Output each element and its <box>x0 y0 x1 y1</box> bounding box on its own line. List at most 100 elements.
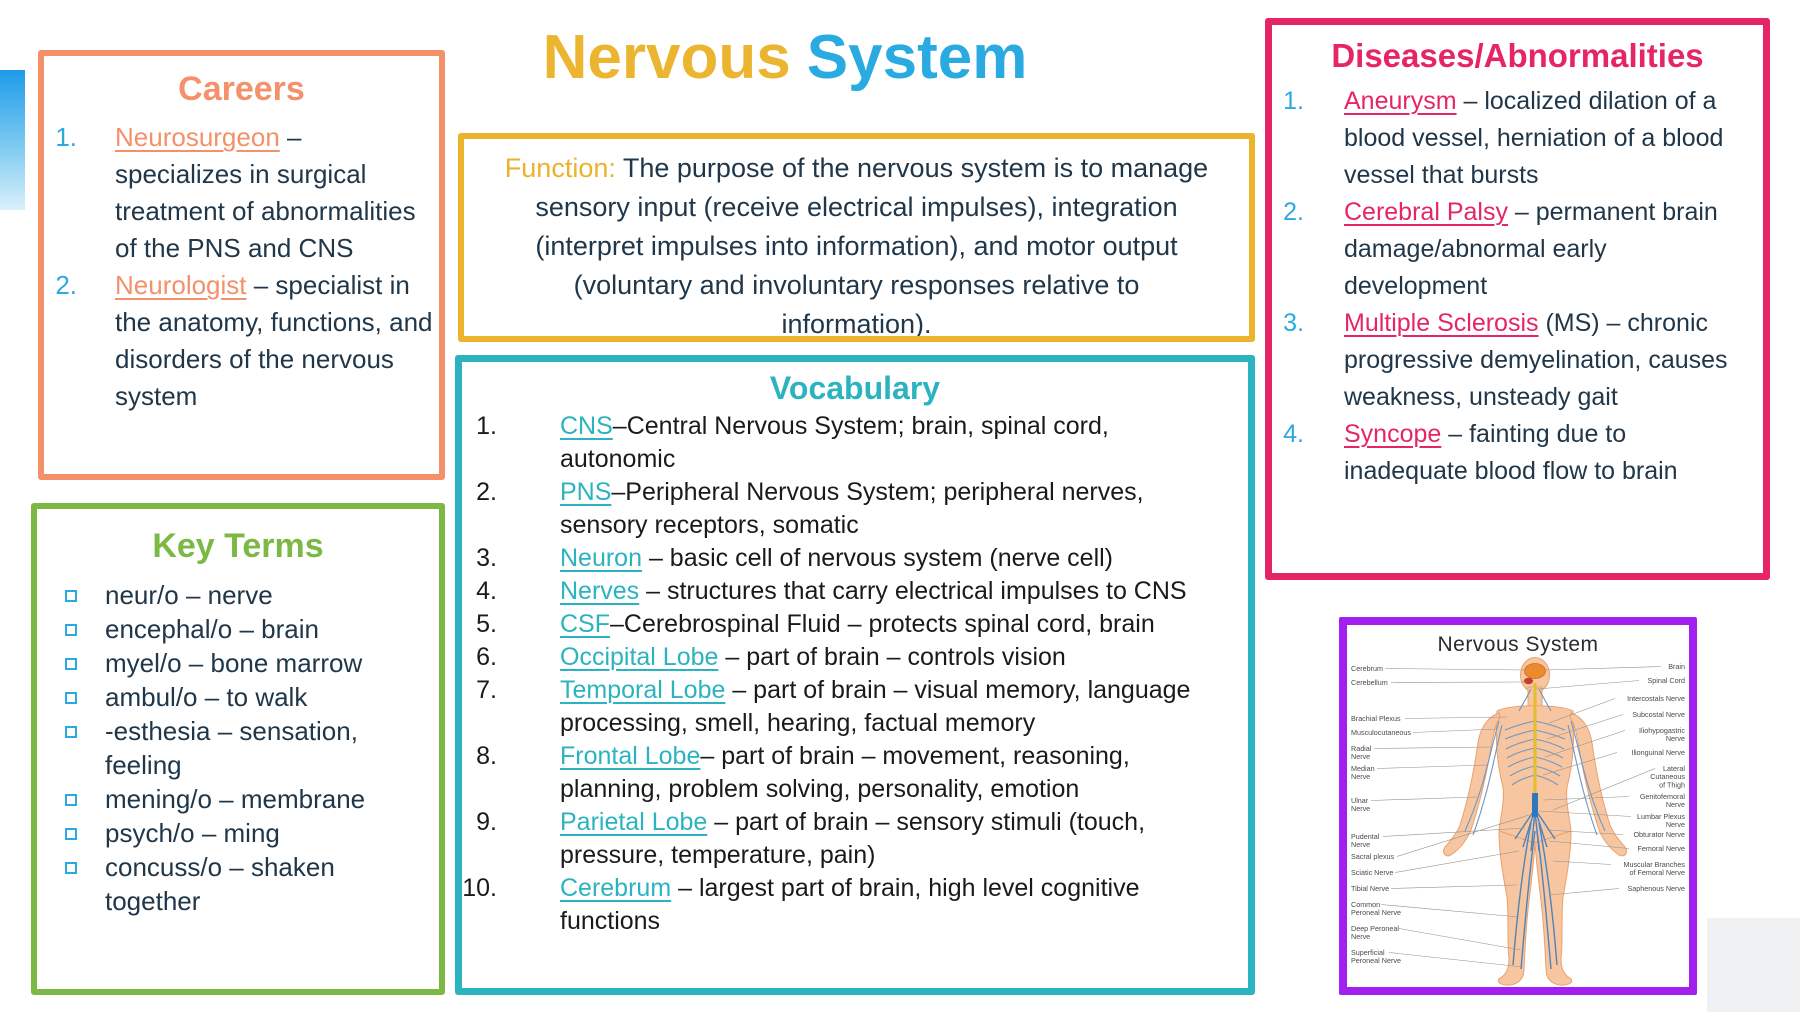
list-item: mening/o – membrane <box>37 782 439 816</box>
item-number: 10. <box>462 874 497 902</box>
term-link[interactable]: Cerebral Palsy <box>1344 198 1508 226</box>
item-description: (MS) – chronic progressive demyelination… <box>1344 309 1728 411</box>
vocabulary-list: 1.CNS–Central Nervous System; brain, spi… <box>462 410 1248 938</box>
diagram-label: Ilionguinal Nerve <box>1631 748 1685 757</box>
square-bullet-icon <box>37 782 105 816</box>
nerve-lines <box>1464 688 1606 970</box>
term-link[interactable]: Neuron <box>560 544 642 572</box>
term-link[interactable]: Neurosurgeon <box>115 122 280 152</box>
diagram-pointer-line <box>1373 746 1492 749</box>
list-item: neur/o – nerve <box>37 578 439 612</box>
item-description: –Cerebrospinal Fluid – protects spinal c… <box>610 610 1155 638</box>
list-item: -esthesia – sensation, feeling <box>37 714 439 782</box>
term-link[interactable]: PNS <box>560 478 612 506</box>
vocabulary-box: Vocabulary 1.CNS–Central Nervous System;… <box>455 355 1255 995</box>
corner-placeholder <box>1707 918 1800 1012</box>
item-description: – part of brain – movement, reasoning, p… <box>560 742 1130 803</box>
term-link[interactable]: CSF <box>560 610 610 638</box>
list-item: 2.PNS–Peripheral Nervous System; periphe… <box>462 476 1248 542</box>
item-text: Neuron – basic cell of nervous system (n… <box>560 542 1113 575</box>
diagram-pointer-line <box>1542 796 1630 801</box>
list-item: 7.Temporal Lobe – part of brain – visual… <box>462 674 1248 740</box>
item-text: CSF–Cerebrospinal Fluid – protects spina… <box>560 608 1155 641</box>
diagram-pointer-line <box>1412 728 1498 733</box>
item-number: 2. <box>55 270 77 300</box>
list-item: 5. CSF–Cerebrospinal Fluid – protects spi… <box>462 608 1248 641</box>
diagram-label: Spinal Cord <box>1647 676 1685 685</box>
key-term-text: encephal/o – brain <box>105 614 319 644</box>
term-link[interactable]: Occipital Lobe <box>560 643 719 671</box>
diagram-label: Obturator Nerve <box>1633 830 1685 839</box>
diagram-pointer-line <box>1548 888 1620 896</box>
term-link[interactable]: Multiple Sclerosis <box>1344 309 1539 337</box>
list-item: 4.Nerves – structures that carry electri… <box>462 575 1248 608</box>
careers-box: Careers 1.Neurosurgeon – specializes in … <box>38 50 445 480</box>
diagram-label: Tibial Nerve <box>1351 884 1389 893</box>
careers-title: Careers <box>178 70 305 108</box>
item-number: 3. <box>1283 309 1304 337</box>
term-link[interactable]: CNS <box>560 412 613 440</box>
diagram-pointer-line <box>1548 698 1616 724</box>
list-item: 2.Cerebral Palsy – permanent brain damag… <box>1272 194 1763 305</box>
function-description: The purpose of the nervous system is to … <box>535 153 1209 339</box>
diagram-pointer-line <box>1390 884 1518 889</box>
item-description: – basic cell of nervous system (nerve ce… <box>642 544 1114 572</box>
item-text: Syncope – fainting due to inadequate blo… <box>1344 416 1763 490</box>
term-link[interactable]: Frontal Lobe <box>560 742 701 770</box>
item-number: 2. <box>476 478 497 506</box>
item-number: 3. <box>476 544 497 572</box>
diagram-label: Cerebellum <box>1351 678 1388 687</box>
item-text: Neurologist – specialist in the anatomy,… <box>115 267 439 415</box>
list-item: concuss/o – shaken together <box>37 850 439 918</box>
diagram-pointer-line <box>1404 716 1508 719</box>
page-title-word-system: System <box>806 23 1028 92</box>
item-text: Parietal Lobe – part of brain – sensory … <box>560 806 1200 872</box>
list-item: 4.Syncope – fainting due to inadequate b… <box>1272 416 1763 490</box>
diagram-pointer-line <box>1542 752 1618 776</box>
diagram-pointer-line <box>1546 714 1624 740</box>
term-link[interactable]: Neurologist <box>115 270 247 300</box>
diagram-pointer-line <box>1380 904 1520 918</box>
diagram-pointer-line <box>1546 829 1624 835</box>
function-label: Function: <box>504 153 616 183</box>
term-link[interactable]: Nerves <box>560 577 640 605</box>
brain-illustration <box>1523 663 1546 685</box>
list-item: encephal/o – brain <box>37 612 439 646</box>
nervous-system-diagram: Nervous System <box>1351 633 1686 986</box>
key-term-text: psych/o – ming <box>105 818 280 848</box>
diagram-label: Brain <box>1668 662 1685 671</box>
term-link[interactable]: Aneurysm <box>1344 87 1457 115</box>
term-link[interactable]: Cerebrum <box>560 874 672 902</box>
item-number: 5. <box>476 610 497 638</box>
diagram-pointer-line <box>1376 764 1488 769</box>
item-description: – part of brain – controls vision <box>718 643 1066 671</box>
term-link[interactable]: Temporal Lobe <box>560 676 726 704</box>
term-link[interactable]: Parietal Lobe <box>560 808 708 836</box>
diagram-pointer-line <box>1536 680 1640 690</box>
item-number: 1. <box>55 122 77 152</box>
left-accent-bar <box>0 70 25 210</box>
diagram-box: Nervous System <box>1339 617 1697 995</box>
term-link[interactable]: Syncope <box>1344 420 1442 448</box>
diagram-label: Saphenous Nerve <box>1627 884 1685 893</box>
diagram-pointer-line <box>1398 928 1522 951</box>
key-terms-title: Key Terms <box>152 527 324 565</box>
human-figure <box>1443 657 1627 986</box>
list-item: 9.Parietal Lobe – part of brain – sensor… <box>462 806 1248 872</box>
item-number: 6. <box>476 643 497 671</box>
key-term-text: myel/o – bone marrow <box>105 648 363 678</box>
list-item: 1.Aneurysm – localized dilation of a blo… <box>1272 83 1763 194</box>
diagram-pointer-line <box>1538 810 1632 817</box>
diagram-pointer-line <box>1384 668 1526 671</box>
